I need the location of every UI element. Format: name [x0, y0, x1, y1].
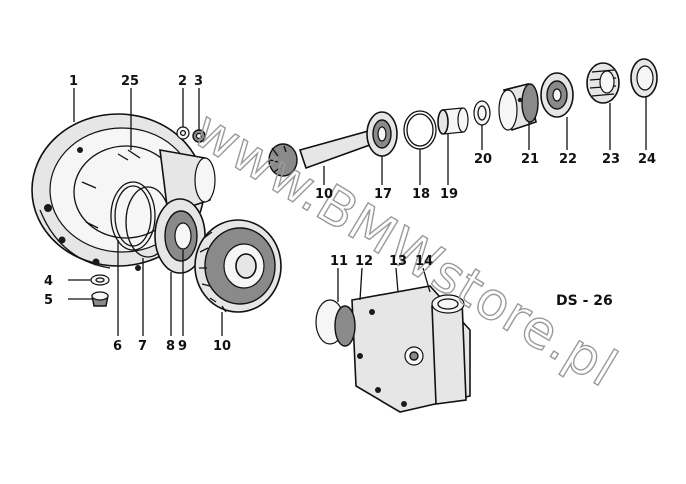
callout-10-pinion: 10	[315, 187, 333, 202]
callout-21: 21	[521, 152, 539, 167]
pinion-shaft-part-10	[268, 129, 380, 177]
ring-gear-part-10	[194, 219, 282, 313]
callout-22: 22	[559, 152, 577, 167]
callout-13: 13	[389, 254, 407, 269]
threaded-nut-part-23	[586, 62, 620, 104]
callout-19: 19	[440, 187, 458, 202]
callout-1: 1	[69, 74, 78, 89]
callout-9: 9	[178, 339, 187, 354]
differential-assembly-parts-11-14	[315, 285, 471, 413]
sleeve-part-21	[498, 83, 539, 132]
callout-23: 23	[602, 152, 620, 167]
bearing-part-22	[540, 72, 574, 118]
stud-part-25	[81, 149, 141, 229]
callout-24: 24	[638, 152, 656, 167]
callout-5: 5	[44, 293, 53, 308]
callout-17: 17	[374, 187, 392, 202]
callout-6: 6	[113, 339, 122, 354]
callout-2: 2	[178, 74, 187, 89]
o-ring-part-18	[403, 110, 437, 150]
plug-part-5	[91, 291, 109, 307]
callout-11: 11	[330, 254, 348, 269]
callout-4: 4	[44, 274, 53, 289]
shim-part-20	[473, 100, 491, 126]
callout-25: 25	[121, 74, 139, 89]
callout-20: 20	[474, 152, 492, 167]
bearing-part-17	[366, 111, 398, 157]
callout-7: 7	[138, 339, 147, 354]
callout-8: 8	[166, 339, 175, 354]
callout-12: 12	[355, 254, 373, 269]
callouts: 1 25 2 3 4 5 6 7 8 9 10 10 17 18 19 20 2…	[44, 74, 656, 354]
washer-part-4	[90, 274, 110, 286]
diagram-code-label: DS - 26	[556, 293, 613, 309]
leader-lines	[68, 88, 647, 336]
bearing-part-8	[154, 198, 206, 274]
callout-3: 3	[194, 74, 203, 89]
callout-18: 18	[412, 187, 430, 202]
seal-ring-part-6	[110, 181, 156, 251]
callout-10-ring-gear: 10	[213, 339, 231, 354]
spacer-sleeve-part-19	[437, 107, 469, 135]
seal-part-24	[630, 58, 658, 98]
callout-14: 14	[415, 254, 433, 269]
